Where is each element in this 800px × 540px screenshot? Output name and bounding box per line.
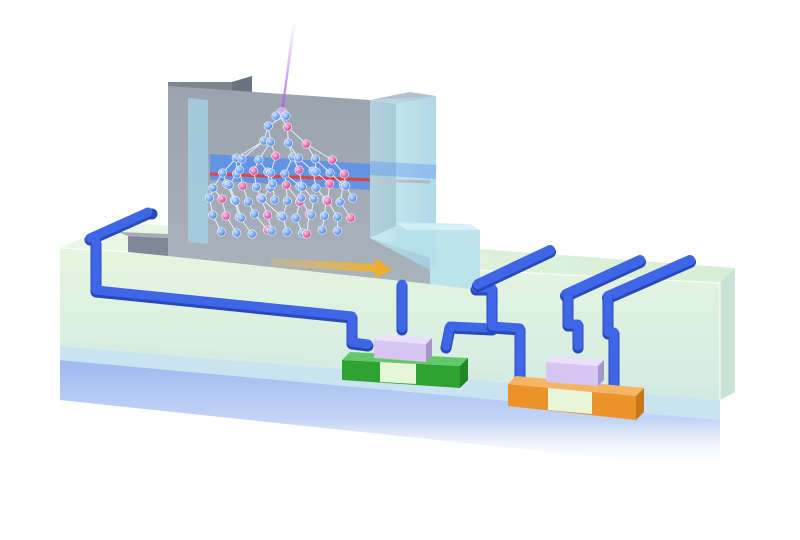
electron-particle — [325, 168, 335, 178]
hole-particle — [221, 211, 231, 221]
electron-particle — [263, 121, 273, 131]
hole-particle — [327, 155, 337, 165]
electron-particle — [249, 209, 259, 219]
electron-particle — [271, 111, 281, 121]
electron-particle — [319, 211, 329, 221]
green-transistor — [342, 334, 468, 388]
electron-particle — [231, 196, 241, 206]
hole-particle — [301, 139, 311, 149]
lilac-gate-cap-right — [546, 356, 604, 386]
electron-particle — [281, 111, 291, 121]
electron-particle — [208, 210, 218, 220]
hole-particle — [263, 210, 273, 220]
electron-particle — [216, 227, 226, 237]
electron-particle — [251, 182, 261, 192]
electron-particle — [243, 197, 253, 207]
charge-cascade — [204, 111, 358, 239]
drift-arrow — [270, 258, 392, 278]
electron-particle — [296, 193, 306, 203]
electron-particle — [208, 183, 218, 193]
cascade-link — [305, 143, 333, 161]
hole-particle — [294, 165, 304, 175]
electron-particle — [283, 138, 293, 148]
hole-particle — [325, 179, 335, 189]
electron-particle — [254, 155, 264, 165]
hole-particle — [346, 213, 356, 223]
electron-particle — [218, 168, 228, 178]
hole-particle — [217, 194, 227, 204]
electron-particle — [311, 167, 321, 177]
electron-particle — [333, 226, 343, 236]
electron-particle — [265, 137, 275, 147]
electron-particle — [278, 212, 288, 222]
hole-particle — [249, 166, 259, 176]
electron-particle — [232, 228, 242, 238]
electron-particle — [335, 197, 345, 207]
electron-particle — [310, 154, 320, 164]
electron-particle — [268, 179, 278, 189]
hole-particle — [282, 122, 292, 132]
hole-particle — [271, 151, 281, 161]
cascade-link — [241, 140, 265, 160]
hole-particle — [238, 181, 248, 191]
electron-particle — [224, 180, 234, 190]
lilac-gate-cap-left — [374, 334, 432, 362]
electron-particle — [291, 213, 301, 223]
translucent-blue-step — [369, 96, 480, 290]
electron-particle — [247, 229, 257, 239]
hole-particle — [339, 169, 349, 179]
orange-transistor — [508, 356, 644, 420]
electron-particle — [293, 153, 303, 163]
electron-particle — [317, 225, 327, 235]
electron-particle — [270, 195, 280, 205]
hole-particle — [302, 229, 312, 239]
electron-particle — [282, 196, 292, 206]
electron-particle — [237, 154, 247, 164]
electron-particle — [280, 169, 290, 179]
electron-particle — [236, 213, 246, 223]
hole-particle — [281, 180, 291, 190]
blue-interconnect-traces — [84, 207, 696, 402]
electron-particle — [266, 168, 276, 178]
hole-particle — [323, 196, 333, 206]
electron-particle — [257, 194, 267, 204]
electron-particle — [297, 182, 307, 192]
electron-particle — [267, 226, 277, 236]
electron-particle — [204, 193, 214, 203]
electron-particle — [235, 165, 245, 175]
electron-particle — [311, 183, 321, 193]
electron-particle — [306, 210, 316, 220]
electron-particle — [341, 181, 351, 191]
electron-particle — [348, 193, 358, 203]
electron-particle — [333, 212, 343, 222]
electron-particle — [282, 227, 292, 237]
electron-particle — [309, 194, 319, 204]
